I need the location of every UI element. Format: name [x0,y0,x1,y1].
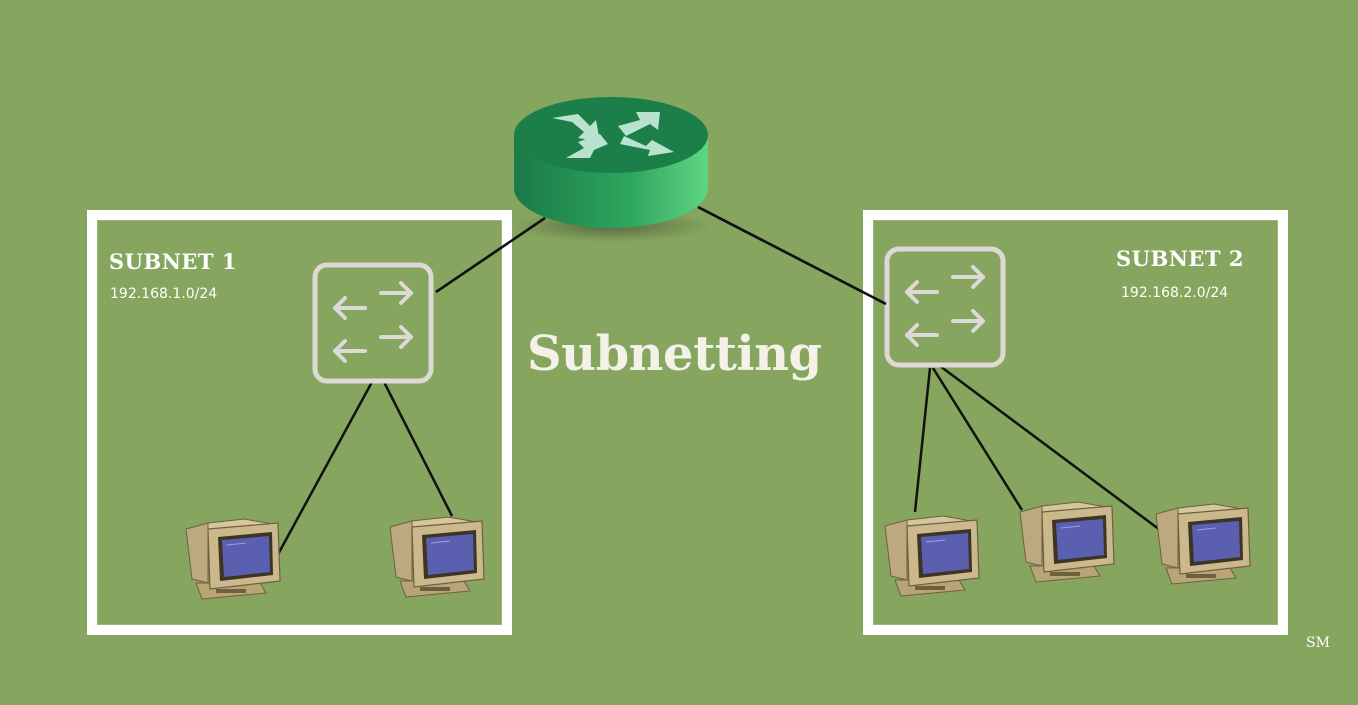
link-switch2-pc4 [931,367,1024,511]
diagram-title: Subnetting [527,326,822,382]
subnet-1-cidr: 192.168.1.0/24 [110,286,218,302]
router-icon [512,97,712,242]
subnet-2-box [863,210,1288,635]
signature: SM [1306,635,1330,651]
subnet-1-box [87,210,512,635]
link-switch1-pc1 [274,381,374,559]
link-switch2-pc5 [939,364,1161,532]
link-switch2-pc3 [913,367,932,513]
subnet-1-label: SUBNET 1 [109,249,237,274]
link-switch1-pc2 [382,381,454,517]
subnet-2-cidr: 192.168.2.0/24 [1121,285,1229,301]
subnet-2-label: SUBNET 2 [1116,246,1244,271]
